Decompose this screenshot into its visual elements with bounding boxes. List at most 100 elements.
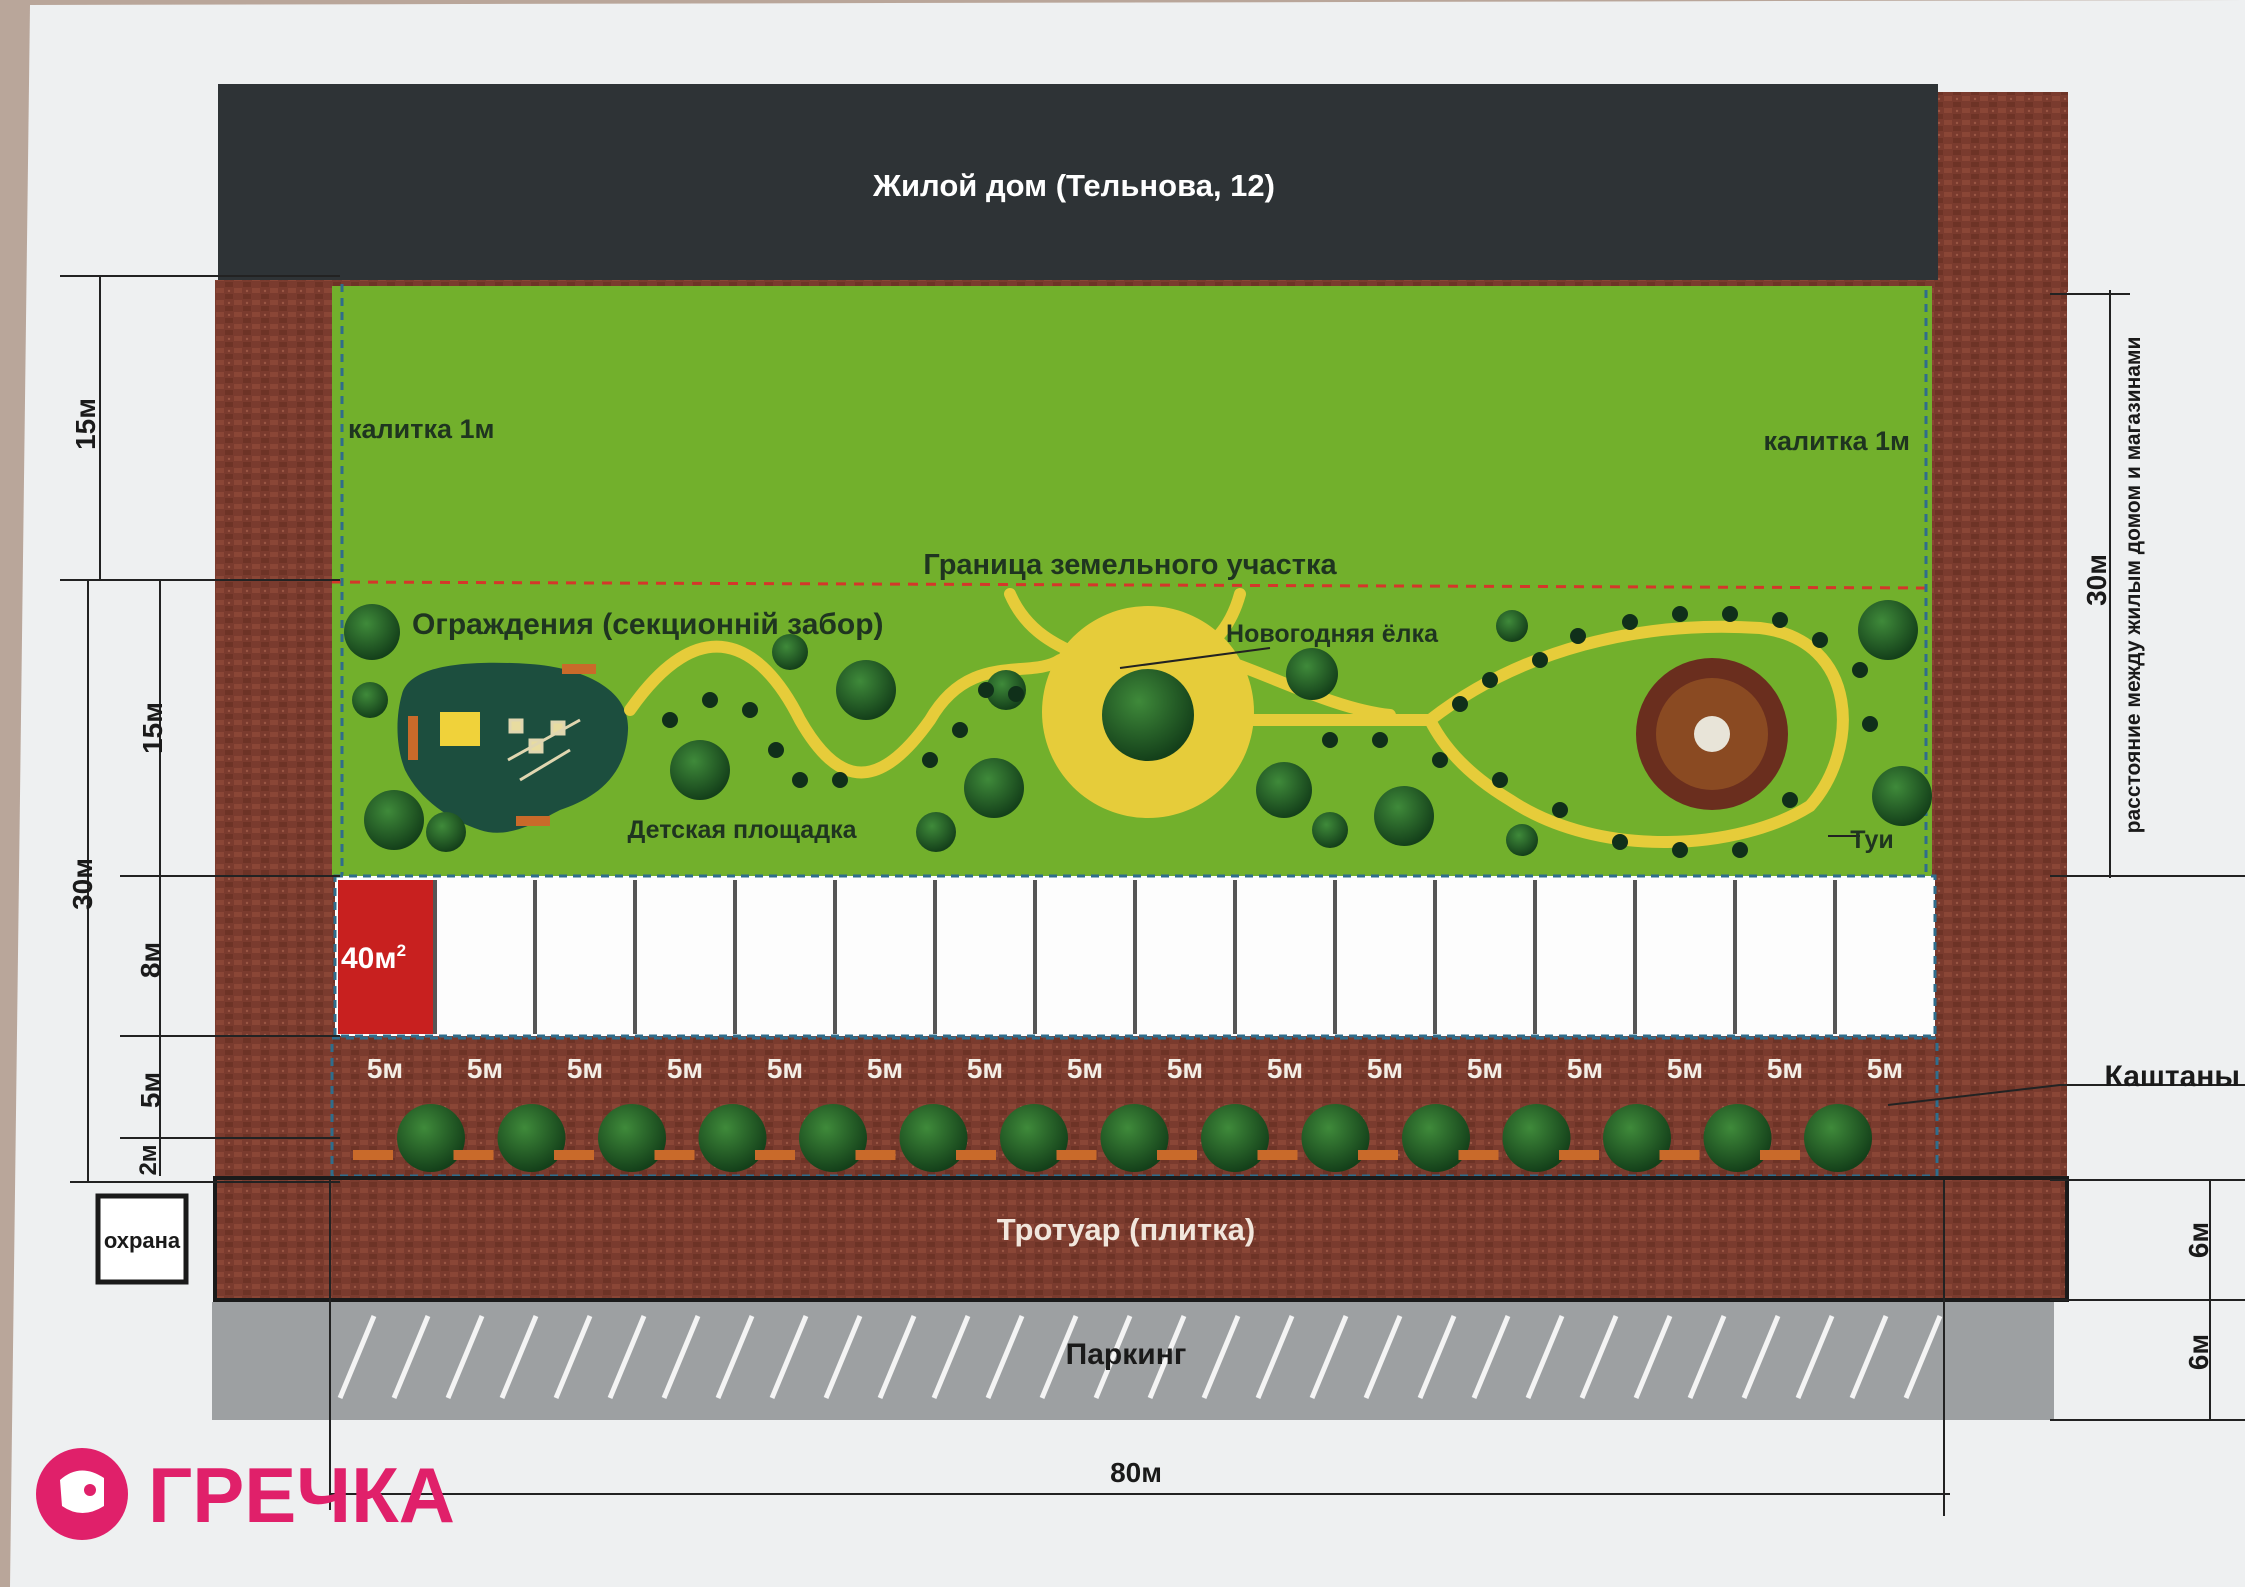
thujas-label: Туи (1850, 826, 1894, 854)
bench (1157, 1150, 1197, 1160)
flower-bed-center (1694, 716, 1730, 752)
bench (453, 1150, 494, 1160)
dim-right-note: расстояние между жилым домом и магазинам… (2122, 337, 2145, 834)
parking-stripe (1795, 1315, 1835, 1399)
chestnut-tree-icon (497, 1104, 566, 1172)
parking-stripe (1471, 1315, 1511, 1399)
parking-stripe (391, 1315, 431, 1399)
chestnut-tree-icon (1301, 1104, 1370, 1172)
bench (855, 1150, 896, 1160)
chestnut-tree-icon (1100, 1104, 1169, 1172)
thuja-row (662, 606, 1878, 858)
chestnut-tree-icon (1000, 1104, 1068, 1172)
parking-stripe (1903, 1315, 1943, 1399)
playground-area (397, 662, 629, 833)
kiosk-width-label: 5м (867, 1053, 903, 1084)
kiosk-width-label: 5м (1467, 1053, 1503, 1084)
parking-stripe (877, 1315, 917, 1399)
bench (1559, 1150, 1599, 1160)
sandbox (440, 712, 480, 746)
parking-stripe (1039, 1315, 1079, 1399)
chestnut-tree-icon (899, 1104, 968, 1172)
parking-stripe (715, 1315, 755, 1399)
kiosk-width-label: 5м (1267, 1053, 1303, 1084)
dim-left-top: 15м (70, 398, 101, 450)
playground-bench (408, 716, 418, 760)
chestnut-trees (353, 1104, 1872, 1172)
plot-boundary-label: Граница земельного участка (923, 549, 1337, 581)
chestnut-tree-icon (1603, 1104, 1671, 1172)
playground-label: Детская площадка (628, 816, 858, 844)
bench (755, 1150, 795, 1160)
dim-left-total: 30м (67, 858, 98, 910)
dim-right-parking: 6м (2183, 1334, 2214, 1370)
parking-stripe (337, 1315, 377, 1399)
playground-bench (516, 816, 550, 826)
parking-stripe (769, 1315, 809, 1399)
dim-right-sidewalk: 6м (2183, 1222, 2214, 1258)
kiosk-width-label: 5м (767, 1053, 803, 1084)
chestnut-tree-icon (799, 1104, 867, 1172)
parking-stripe (1417, 1315, 1457, 1399)
shrubs (344, 600, 1932, 856)
chestnut-tree-icon (1804, 1104, 1872, 1172)
guard-box (95, 1193, 189, 1285)
dimension-lines (60, 275, 2245, 1516)
parking-label: Паркинг (1066, 1338, 1187, 1371)
dim-right-total: 30м (2081, 554, 2112, 606)
parking-stripe (607, 1315, 647, 1399)
kiosk-width-label: 5м (1567, 1053, 1603, 1084)
kiosk-width-label: 5м (1667, 1053, 1703, 1084)
chestnut-tree-icon (1502, 1104, 1571, 1172)
parking-stripe (1849, 1315, 1889, 1399)
bench (1659, 1150, 1700, 1160)
bench (1257, 1150, 1298, 1160)
logo: ГРЕЧКА (36, 1448, 455, 1540)
kiosk-width-label: 5м (667, 1053, 703, 1084)
playground-bench (562, 664, 596, 674)
kiosk-width-label: 5м (1067, 1053, 1103, 1084)
parking-stripe (1147, 1315, 1187, 1399)
chestnut-tree-icon (698, 1104, 767, 1172)
kiosk-area-label: 40м2 (341, 941, 406, 975)
building-title: Жилой дом (Тельнова, 12) (872, 168, 1275, 203)
new-year-tree-icon (1102, 669, 1194, 761)
parking-stripe (1741, 1315, 1781, 1399)
kiosk-width-label: 5м (367, 1053, 403, 1084)
guard-label: охрана (104, 1228, 181, 1253)
bench (1458, 1150, 1499, 1160)
new-year-tree-label: Новогодняя ёлка (1226, 620, 1439, 648)
chestnut-tree-icon (1402, 1104, 1470, 1172)
kiosk-width-label: 5м (1867, 1053, 1903, 1084)
brick-right-column (1938, 92, 2068, 292)
sidewalk-label: Тротуар (плитка) (997, 1212, 1256, 1247)
play-equipment-icon (507, 718, 581, 782)
residential-building (218, 84, 1938, 280)
gate-left-label: калитка 1м (348, 414, 495, 444)
sidewalk-area (213, 1176, 2069, 1302)
kiosk-width-label: 5м (467, 1053, 503, 1084)
kiosk-highlight (338, 880, 434, 1034)
dim-left-middle: 15м (137, 702, 168, 754)
fences-label: Ограждения (секционній забор) (412, 608, 884, 641)
bench (554, 1150, 594, 1160)
parking-stripe (823, 1315, 863, 1399)
parking-stripes (337, 1315, 1943, 1399)
parking-stripe (931, 1315, 971, 1399)
chestnut-tree-icon (1201, 1104, 1269, 1172)
logo-text: ГРЕЧКА (148, 1451, 455, 1539)
parking-stripe (499, 1315, 539, 1399)
bench (353, 1150, 393, 1160)
parking-stripe (1255, 1315, 1295, 1399)
chestnut-tree-icon (397, 1104, 465, 1172)
bench (1358, 1150, 1398, 1160)
plot-boundary-line (331, 580, 1933, 590)
bench (956, 1150, 996, 1160)
bench (1056, 1150, 1097, 1160)
chestnut-strip-border (330, 1036, 1939, 1178)
parking-stripe (1201, 1315, 1241, 1399)
gate-right-label: калитка 1м (1763, 426, 1910, 456)
kiosk-dividers (433, 880, 1837, 1034)
